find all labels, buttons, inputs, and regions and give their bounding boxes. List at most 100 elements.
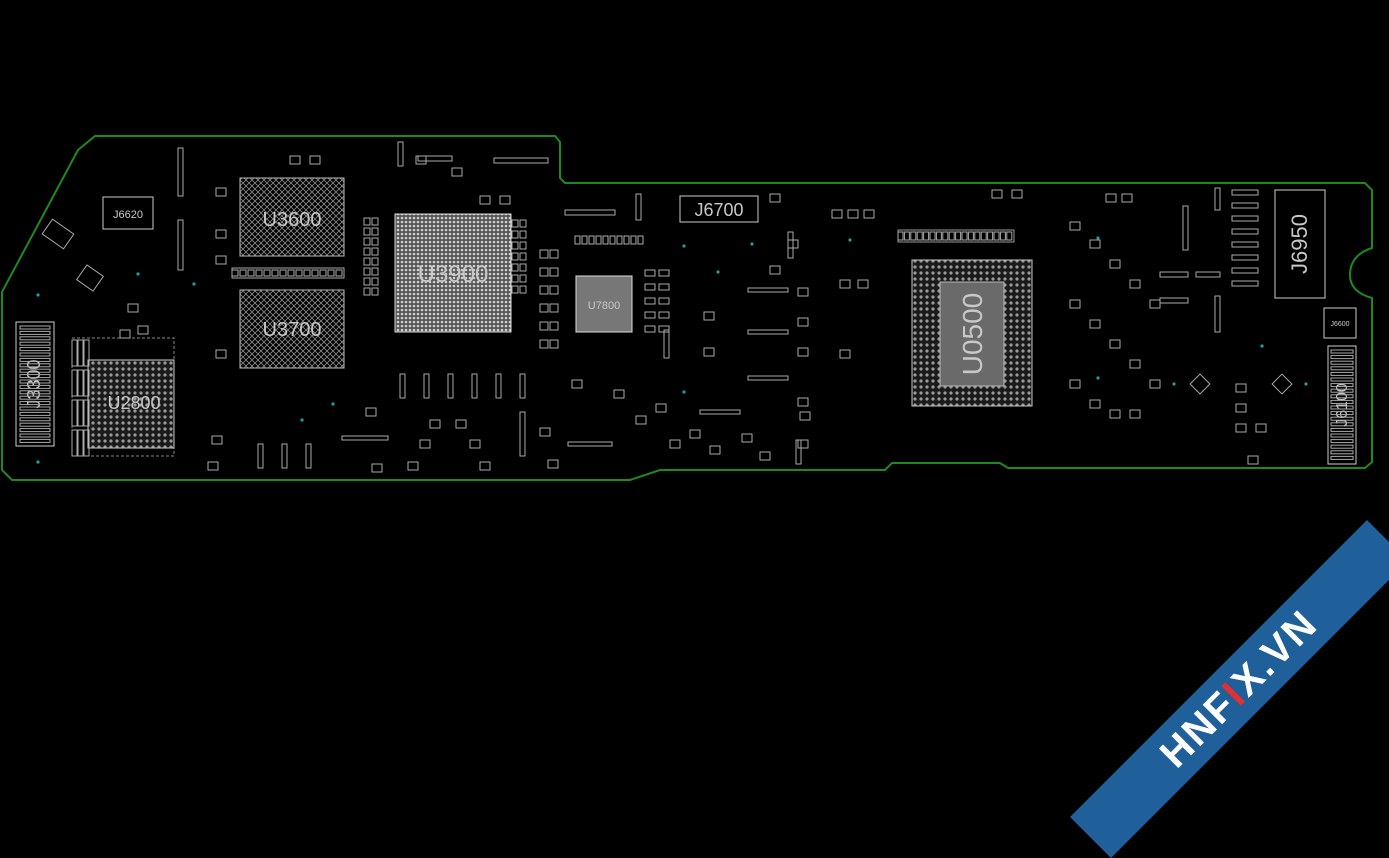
passive-pad: [747, 375, 789, 381]
connector-j6600[interactable]: [1323, 307, 1357, 339]
passive-pad: [371, 277, 379, 286]
passive-pad: [1149, 299, 1161, 309]
chip-u7800[interactable]: [575, 275, 633, 333]
passive-pad: [1330, 377, 1354, 382]
test-point: [1096, 376, 1100, 380]
passive-pad: [1182, 205, 1189, 251]
connector-j6620[interactable]: [102, 196, 154, 230]
passive-pad: [602, 235, 609, 245]
passive-pad: [451, 167, 463, 177]
passive-pad: [511, 285, 519, 294]
passive-pad: [397, 141, 404, 167]
passive-pad: [1129, 279, 1141, 289]
passive-pad: [519, 252, 527, 261]
chip-u3600[interactable]: [239, 177, 345, 257]
connector-j6100[interactable]: [1327, 345, 1357, 465]
passive-pad: [1330, 355, 1354, 360]
passive-pad: [1330, 416, 1354, 421]
passive-pad: [371, 287, 379, 296]
passive-pad: [549, 321, 559, 331]
passive-pad: [19, 395, 51, 400]
label-j6950: J6950: [1287, 214, 1312, 274]
passive-pad: [1330, 371, 1354, 376]
passive-pad: [71, 369, 78, 397]
tilted-pad: [75, 264, 105, 292]
passive-pad: [916, 231, 923, 241]
passive-pad: [471, 373, 478, 399]
passive-pad: [19, 390, 51, 395]
passive-pad: [1330, 366, 1354, 371]
passive-pad: [1231, 202, 1259, 209]
passive-pad: [539, 339, 549, 349]
passive-pad: [1330, 411, 1354, 416]
chip-u3900[interactable]: [394, 213, 512, 333]
passive-pad: [1330, 433, 1354, 438]
label-j6620: J6620: [113, 209, 143, 221]
passive-pad: [588, 235, 595, 245]
passive-pad: [19, 401, 51, 406]
passive-pad: [511, 241, 519, 250]
passive-pad: [1195, 271, 1221, 278]
passive-pad: [797, 439, 809, 449]
label-u3900: U3900: [418, 261, 489, 288]
passive-pad: [658, 283, 670, 291]
connector-j3300[interactable]: [15, 321, 55, 447]
passive-pad: [1159, 271, 1189, 278]
passive-pad: [479, 195, 491, 205]
passive-pad: [955, 231, 962, 241]
passive-pad: [255, 269, 263, 277]
passive-pad: [903, 231, 910, 241]
passive-pad: [511, 263, 519, 272]
passive-pad: [644, 311, 656, 319]
passive-pad: [279, 269, 287, 277]
passive-pad: [319, 269, 327, 277]
connector-j6700[interactable]: [679, 195, 759, 223]
passive-pad: [847, 209, 859, 219]
passive-pad: [19, 357, 51, 362]
passive-pad: [19, 336, 51, 341]
passive-pad: [539, 321, 549, 331]
passive-pad: [341, 435, 389, 441]
tilted-pad: [41, 218, 75, 250]
test-point: [192, 282, 196, 286]
passive-pad: [1129, 409, 1141, 419]
passive-pad: [177, 147, 184, 197]
passive-pad: [999, 231, 1006, 241]
passive-pad: [644, 269, 656, 277]
chip-u2800[interactable]: [87, 359, 175, 449]
passive-pad: [1089, 399, 1101, 409]
passive-pad: [1011, 189, 1023, 199]
passive-components: [19, 141, 1354, 473]
passive-pad: [581, 235, 588, 245]
passive-pad: [1231, 215, 1259, 222]
passive-pad: [1105, 193, 1117, 203]
passive-pad: [19, 438, 51, 443]
passive-pad: [630, 235, 637, 245]
test-point: [848, 238, 852, 242]
passive-pad: [289, 155, 301, 165]
passive-pad: [609, 235, 616, 245]
passive-pad: [993, 231, 1000, 241]
passive-pad: [363, 257, 371, 266]
passive-pad: [1069, 299, 1081, 309]
passive-pad: [635, 415, 647, 425]
passive-pad: [305, 443, 312, 469]
passive-pad: [1330, 439, 1354, 444]
passive-pad: [419, 439, 431, 449]
passive-pad: [83, 399, 90, 427]
chip-u3700[interactable]: [239, 289, 345, 369]
passive-pad: [77, 429, 84, 457]
connector-j6950[interactable]: [1274, 189, 1326, 299]
test-point: [36, 293, 40, 297]
passive-pad: [371, 217, 379, 226]
passive-pad: [519, 411, 526, 457]
test-point: [750, 242, 754, 246]
passive-pad: [365, 407, 377, 417]
passive-pad: [1235, 423, 1247, 433]
passive-pad: [1121, 193, 1133, 203]
passive-pad: [1149, 379, 1161, 389]
passive-pad: [519, 274, 527, 283]
passive-pad: [564, 209, 616, 216]
passive-pad: [363, 217, 371, 226]
passive-pad: [511, 219, 519, 228]
